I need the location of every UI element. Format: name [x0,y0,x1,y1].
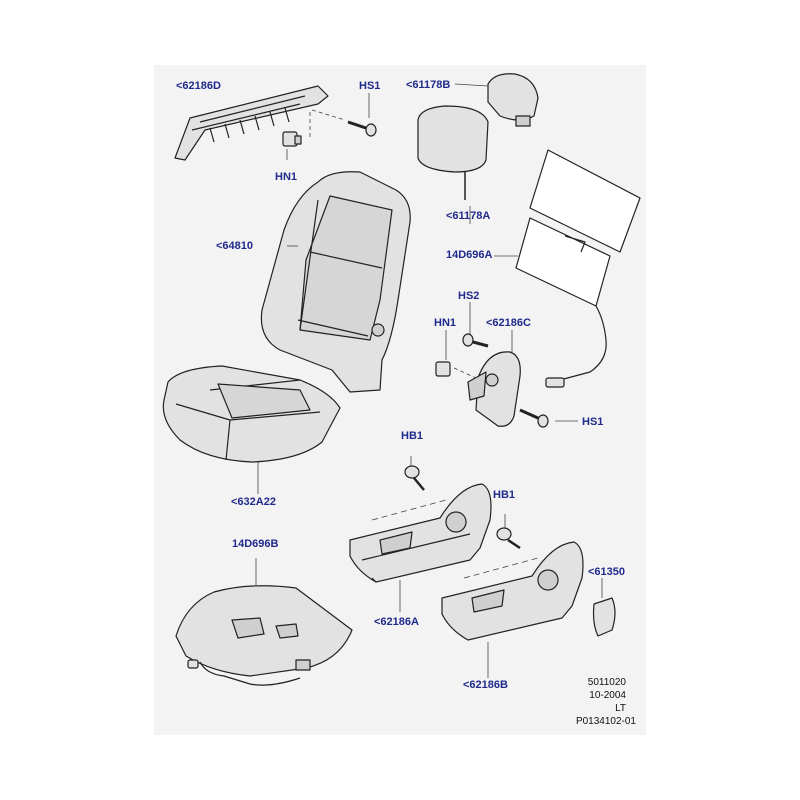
reference-line-1: 5011020 [587,677,626,688]
part-62186D-trim-panel [174,85,329,161]
callout-62186B: <62186B [463,679,508,691]
callout-HB1-right: HB1 [493,489,516,501]
part-HB1-bolt-right [496,527,521,550]
callout-61350: <61350 [588,566,626,578]
part-61178A-headrest [417,105,489,200]
callout-632A22: <632A22 [231,496,276,508]
part-HS1-screw-top [347,120,377,137]
part-HS2-screw [462,333,489,348]
reference-line-4: P0134102-01 [575,716,636,727]
callout-14D696B: 14D696B [232,538,279,550]
callout-14D696A: 14D696A [446,249,493,261]
part-14D696B-cushion-heater [175,585,353,686]
part-62186C-bracket [467,351,521,427]
callout-HS2: HS2 [458,290,480,302]
part-61350-cap [592,597,616,637]
callout-61178B: <61178B [406,79,451,91]
callout-HN1-top: HN1 [275,171,298,183]
callout-62186C: <62186C [486,317,531,329]
part-62186B-side-panel [441,541,584,641]
part-632A22-seat-cushion [162,365,341,463]
callout-61178A: <61178A [446,210,491,222]
part-14D696A-heater-mat [515,149,641,388]
callout-HS1-top: HS1 [359,80,381,92]
part-HB1-bolt-left [404,465,425,491]
part-62186A-side-panel [349,483,492,583]
callout-62186A: <62186A [374,616,419,628]
part-61178B-headrest-trim [487,73,539,127]
callout-HS1-mid: HS1 [582,416,604,428]
part-64810-seat-back [260,171,411,393]
part-HN1-clip-mid [435,361,451,377]
callout-HN1-mid: HN1 [434,317,457,329]
reference-line-3: LT [615,703,626,714]
reference-line-2: 10-2004 [589,690,626,701]
callout-62186D: <62186D [176,80,221,92]
part-HN1-clip-top [282,131,302,147]
callout-64810: <64810 [216,240,254,252]
callout-HB1-left: HB1 [401,430,424,442]
part-HS1-screw-mid [519,408,549,428]
